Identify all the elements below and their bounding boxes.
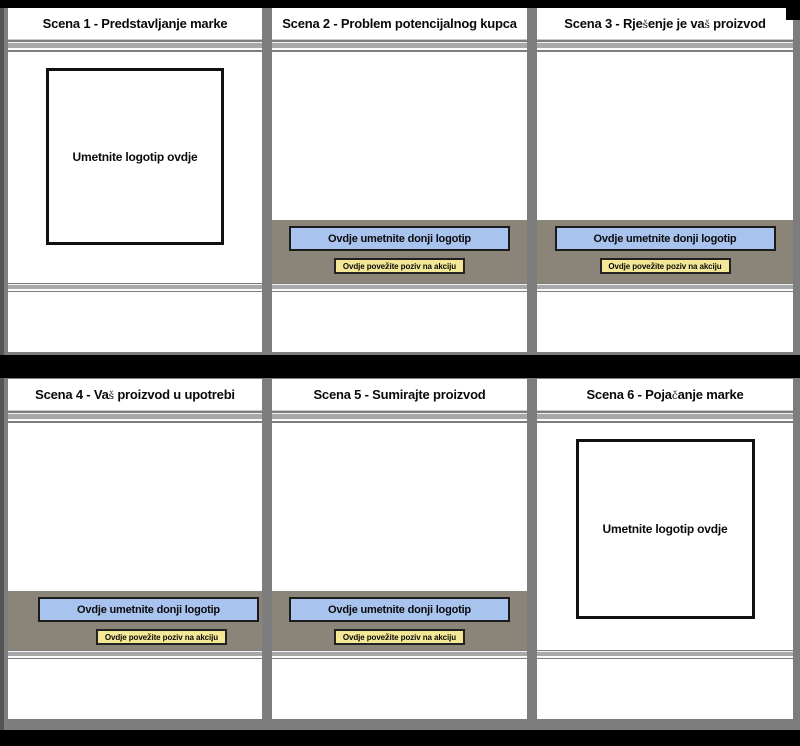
notes-panel (272, 659, 527, 719)
separator-stripe (8, 413, 262, 421)
bottom-band: Ovdje umetnite donji logotip Ovdje povež… (537, 220, 793, 283)
bottom-logo-label: Ovdje umetnite donji logotip (328, 232, 471, 245)
scene-canvas: Ovdje umetnite donji logotip Ovdje povež… (272, 423, 527, 650)
bottom-logo-placeholder[interactable]: Ovdje umetnite donji logotip (554, 226, 776, 251)
notes-panel (537, 292, 793, 352)
scene-title: Scena 5 - Sumirajte proizvod (313, 387, 486, 402)
scene-card-4: Scena 4 - Vaš proizvod u upotrebi Ovdje … (8, 379, 262, 719)
scene-title: Scena 2 - Problem potencijalnog kupca (282, 16, 517, 31)
scene-canvas: Umetnite logotip ovdje (8, 52, 262, 283)
cta-label: Ovdje povežite poziv na akciju (104, 632, 219, 642)
logo-placeholder-label: Umetnite logotip ovdje (72, 149, 198, 164)
bottom-logo-label: Ovdje umetnite donji logotip (593, 232, 737, 245)
scene-title-bar: Scena 5 - Sumirajte proizvod (272, 379, 527, 411)
scene-title: Scena 4 - Vaš proizvod u upotrebi (35, 387, 235, 402)
scene-title: Scena 3 - Rješenje je vaš proizvod (564, 16, 766, 31)
scene-card-6: Scena 6 - Pojačanje marke Umetnite logot… (537, 379, 793, 719)
notes-panel (272, 292, 527, 352)
scene-title-bar: Scena 2 - Problem potencijalnog kupca (272, 8, 527, 40)
scene-canvas: Ovdje umetnite donji logotip Ovdje povež… (537, 52, 793, 283)
bottom-logo-placeholder[interactable]: Ovdje umetnite donji logotip (289, 597, 510, 622)
cta-label: Ovdje povežite poziv na akciju (608, 261, 722, 271)
scene-canvas: Ovdje umetnite donji logotip Ovdje povež… (272, 52, 527, 283)
logo-placeholder-box[interactable]: Umetnite logotip ovdje (46, 68, 224, 245)
cta-link-placeholder[interactable]: Ovdje povežite poziv na akciju (96, 629, 227, 645)
bottom-logo-label: Ovdje umetnite donji logotip (328, 603, 471, 616)
scene-title-bar: Scena 1 - Predstavljanje marke (8, 8, 262, 40)
bottom-band: Ovdje umetnite donji logotip Ovdje povež… (8, 591, 262, 650)
cta-label: Ovdje povežite poziv na akciju (342, 261, 457, 271)
separator-stripe (272, 42, 527, 50)
notes-panel (8, 659, 262, 719)
separator-stripe (8, 42, 262, 50)
bottom-logo-placeholder[interactable]: Ovdje umetnite donji logotip (38, 597, 259, 622)
separator-stripe (8, 284, 262, 291)
separator-stripe (537, 651, 793, 658)
separator-stripe (272, 413, 527, 421)
notes-panel (8, 292, 262, 352)
separator-stripe (272, 651, 527, 658)
separator-stripe (272, 284, 527, 291)
scene-canvas: Umetnite logotip ovdje (537, 423, 793, 650)
top-right-notch (786, 0, 800, 20)
logo-placeholder-box[interactable]: Umetnite logotip ovdje (575, 439, 755, 619)
scene-title-bar: Scena 6 - Pojačanje marke (537, 379, 793, 411)
scene-card-1: Scena 1 - Predstavljanje marke Umetnite … (8, 8, 262, 352)
middle-black-band (0, 355, 800, 378)
cta-label: Ovdje povežite poziv na akciju (342, 632, 457, 642)
scene-canvas: Ovdje umetnite donji logotip Ovdje povež… (8, 423, 262, 650)
bottom-band: Ovdje umetnite donji logotip Ovdje povež… (272, 220, 527, 283)
scene-card-3: Scena 3 - Rješenje je vaš proizvod Ovdje… (537, 8, 793, 352)
scene-title: Scena 1 - Predstavljanje marke (42, 16, 228, 31)
top-black-band (0, 0, 800, 8)
cta-link-placeholder[interactable]: Ovdje povežite poziv na akciju (334, 629, 465, 645)
bottom-logo-label: Ovdje umetnite donji logotip (77, 603, 220, 616)
separator-stripe (8, 651, 262, 658)
scene-card-2: Scena 2 - Problem potencijalnog kupca Ov… (272, 8, 527, 352)
separator-stripe (537, 42, 793, 50)
bottom-band: Ovdje umetnite donji logotip Ovdje povež… (272, 591, 527, 650)
bottom-black-band (0, 730, 800, 746)
scene-card-5: Scena 5 - Sumirajte proizvod Ovdje umetn… (272, 379, 527, 719)
bottom-logo-placeholder[interactable]: Ovdje umetnite donji logotip (289, 226, 510, 251)
scene-title: Scena 6 - Pojačanje marke (586, 387, 744, 402)
cta-link-placeholder[interactable]: Ovdje povežite poziv na akciju (599, 258, 731, 274)
logo-placeholder-label: Umetnite logotip ovdje (602, 522, 728, 536)
separator-stripe (537, 413, 793, 421)
notes-panel (537, 659, 793, 719)
separator-stripe (537, 284, 793, 291)
cta-link-placeholder[interactable]: Ovdje povežite poziv na akciju (334, 258, 465, 274)
scene-title-bar: Scena 4 - Vaš proizvod u upotrebi (8, 379, 262, 411)
scene-title-bar: Scena 3 - Rješenje je vaš proizvod (537, 8, 793, 40)
